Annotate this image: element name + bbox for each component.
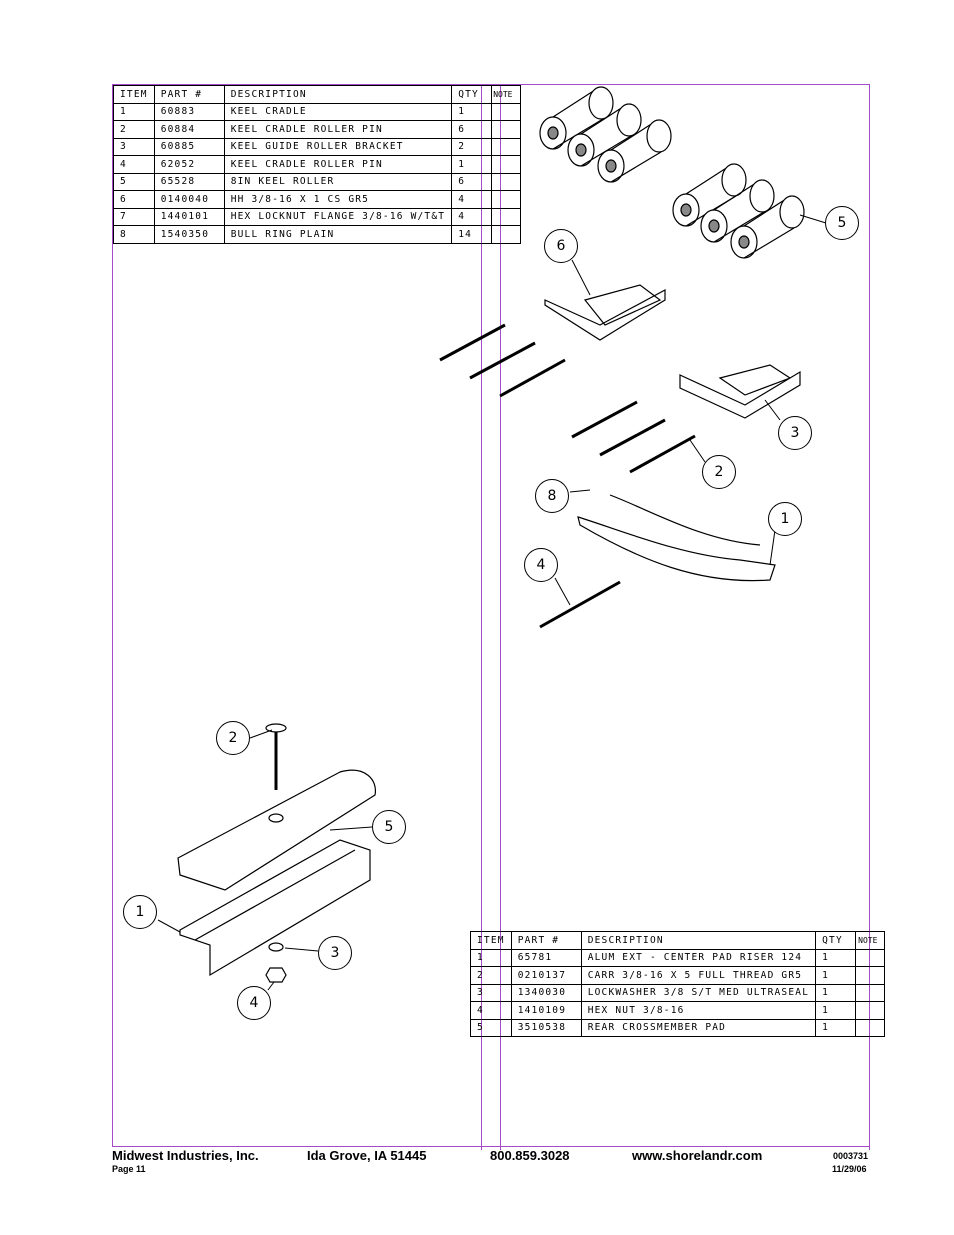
callout-circle: 4 [237, 986, 271, 1020]
roller-bracket-lower [679, 364, 801, 419]
callout-circle: 6 [544, 229, 578, 263]
frame-center-line-a [481, 84, 482, 1150]
center-pad-assembly [177, 723, 376, 983]
footer-phone: 800.859.3028 [490, 1148, 570, 1163]
callout-circle: 5 [825, 206, 859, 240]
lower-table-header-row: ITEM PART # DESCRIPTION QTY NOTE [470, 931, 886, 950]
keel-roller-group-top [539, 86, 672, 183]
roller-pins [439, 323, 696, 629]
footer-date: 11/29/06 [832, 1164, 867, 1174]
table-cell [855, 1018, 886, 1037]
footer-city: Ida Grove, IA 51445 [307, 1148, 427, 1163]
table-cell: 5 [470, 1018, 512, 1037]
callout-circle: 8 [535, 479, 569, 513]
frame-left-line [112, 84, 113, 1147]
frame-bottom-line [112, 1146, 870, 1147]
table-cell: 8 [113, 225, 155, 244]
callout-circle: 2 [216, 721, 250, 755]
callout-circle: 3 [318, 936, 352, 970]
table-cell: BULL RING PLAIN [223, 225, 453, 244]
table-cell: 1540350 [153, 225, 225, 244]
keel-roller-group-right [672, 163, 805, 259]
table-cell [491, 225, 522, 244]
roller-bracket-upper [544, 284, 666, 341]
header-note: NOTE [855, 931, 886, 950]
footer-page: Page 11 [112, 1164, 146, 1174]
footer-company: Midwest Industries, Inc. [112, 1148, 259, 1163]
callout-circle: 1 [768, 502, 802, 536]
callout-circle: 5 [372, 810, 406, 844]
callout-circle: 4 [524, 548, 558, 582]
table-cell: 3510538 [510, 1018, 582, 1037]
callout-circle: 3 [778, 416, 812, 450]
callout-circle: 1 [123, 895, 157, 929]
footer-website: www.shorelandr.com [632, 1148, 763, 1163]
footer-doc-number: 0003731 [833, 1151, 869, 1161]
frame-top-line [112, 84, 870, 85]
table-cell: REAR CROSSMEMBER PAD [580, 1018, 817, 1037]
callout-circle: 2 [702, 455, 736, 489]
upper-table-header-row: ITEM PART # DESCRIPTION QTY NOTE [113, 85, 522, 104]
frame-center-line-b [500, 84, 501, 1150]
keel-cradle [577, 494, 776, 582]
frame-right-line [869, 84, 870, 1150]
